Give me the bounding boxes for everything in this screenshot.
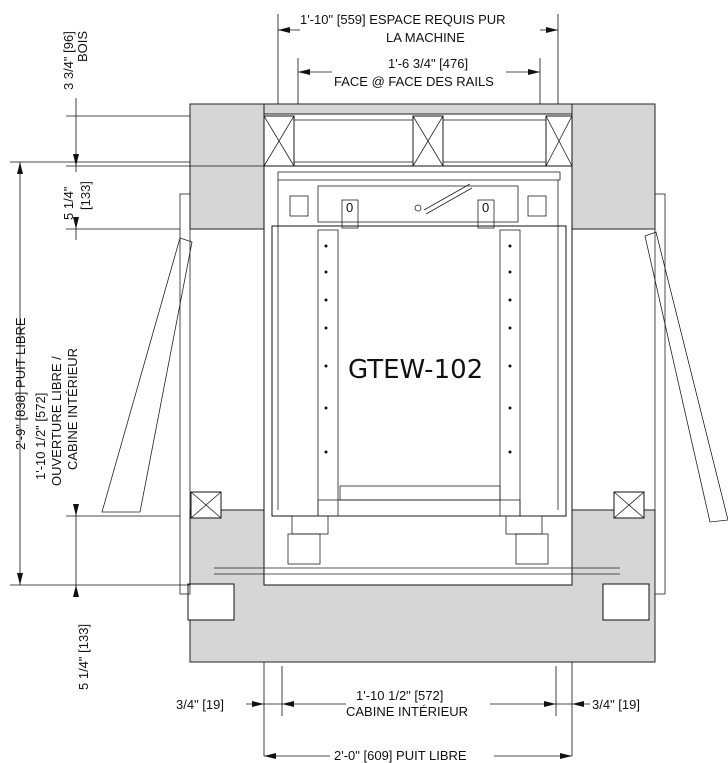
model-label-bg — [340, 350, 498, 386]
left-bottom-gap-dim: 5 1/4" [133] — [76, 624, 91, 690]
left-wood-dim-label: 3 3/4" [96] — [61, 31, 76, 90]
bottom-shaft-dim-label: 2'-0" [609] PUIT LIBRE — [334, 748, 467, 763]
bottom-cabin-dim-label: 1'-10 1/2" [572] — [356, 688, 443, 703]
left-top-gap-dim: 5 1/4" — [61, 186, 76, 220]
dim-top-machine — [277, 14, 559, 104]
rail-dots — [324, 244, 512, 454]
left-opening-dim-label: 1'-10 1/2" [572] — [33, 393, 48, 480]
bottom-right-dim-label: 3/4" [19] — [592, 697, 640, 712]
shaft-walls — [189, 103, 656, 663]
wall-top-left — [189, 103, 265, 230]
svg-text:0: 0 — [346, 200, 353, 215]
wall-top-right — [571, 103, 656, 230]
cabin: 0 0 — [179, 165, 666, 621]
doors — [101, 231, 728, 523]
svg-text:0: 0 — [482, 200, 489, 215]
left-wood-label: BOIS — [75, 31, 90, 62]
model-label: GTEW-102 — [348, 355, 483, 385]
dim-left — [10, 98, 264, 597]
wall-top-strip — [263, 103, 573, 115]
top-dim-machine-label: 1'-10" [559] ESPACE REQUIS PUR — [300, 12, 506, 27]
left-shaft-dim-label: 2'-9" [838] PUIT LIBRE — [13, 317, 28, 450]
left-opening-label: OUVERTURE LIBRE / — [49, 356, 64, 486]
top-dim-machine-label-2: LA MACHINE — [386, 30, 465, 45]
left-cabin-label: CABINE INTÉRIEUR — [65, 348, 80, 470]
left-top-gap-dim-2: [133] — [78, 181, 93, 210]
top-dim-rails-label-2: FACE @ FACE DES RAILS — [334, 74, 494, 89]
dim-top-rails — [297, 58, 541, 104]
wall-bottom — [189, 509, 656, 663]
bottom-left-dim-label: 3/4" [19] — [176, 697, 224, 712]
dim-bottom — [246, 662, 590, 759]
top-dim-rails-label: 1'-6 3/4" [476] — [388, 56, 468, 71]
bottom-cabin-label: CABINE INTÉRIEUR — [346, 704, 468, 719]
